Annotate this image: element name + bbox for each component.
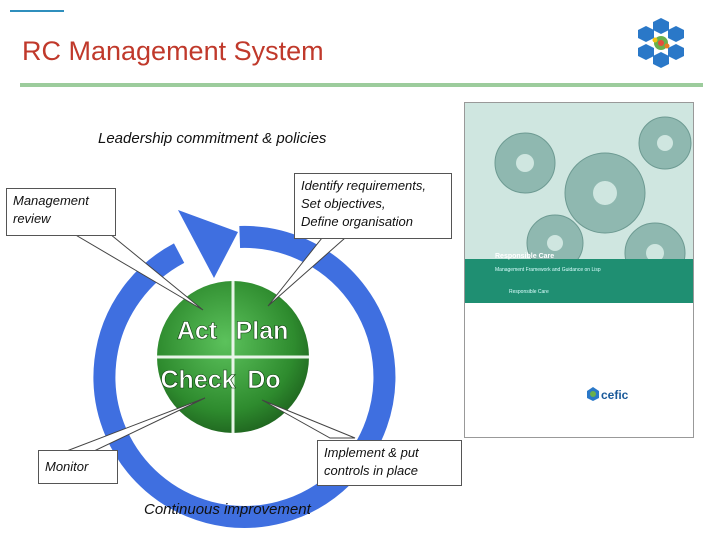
callout-line: Identify requirements, [301, 178, 427, 193]
callout-pointer-do [261, 399, 356, 439]
callout-do: Implement & put controls in place [317, 440, 462, 486]
top-caption: Leadership commitment & policies [98, 130, 327, 147]
callout-line: Set objectives, [301, 196, 386, 211]
callout-line: review [13, 211, 51, 226]
cover-band-subtitle: Management Framework and Guidance on Lis… [495, 267, 601, 273]
quadrant-plan: Plan [236, 317, 289, 345]
cover-band [465, 259, 693, 303]
bottom-caption: Continuous improvement [144, 501, 311, 518]
callout-monitor: Monitor [38, 450, 118, 484]
page-title: RC Management System [22, 36, 324, 66]
cover-band-title: Responsible Care [495, 253, 555, 260]
cycle-ring [93, 225, 396, 528]
quadrant-do: Do [247, 366, 280, 394]
callout-line: Define organisation [301, 214, 414, 229]
callout-plan: Identify requirements, Set objectives, D… [294, 173, 452, 239]
rc-logo-icon [638, 18, 684, 68]
rc-guidance-cover-image: Responsible Care Management Framework an… [464, 102, 694, 438]
quadrant-act: Act [177, 317, 218, 345]
cover-band-brand: Responsible Care [509, 289, 549, 295]
callout-management-review: Management review [6, 188, 116, 236]
callout-line: Monitor [45, 459, 89, 474]
callout-line: Implement & put [324, 445, 419, 460]
title-divider [20, 83, 703, 87]
cycle-arrow-head [178, 210, 238, 278]
callout-line: Management [13, 193, 89, 208]
quadrant-check: Check [160, 366, 235, 394]
callout-pointer-monitor [63, 397, 206, 453]
cefic-logo-label: cefic [601, 388, 629, 402]
top-accent-line [10, 10, 64, 12]
callout-line: controls in place [324, 463, 418, 478]
